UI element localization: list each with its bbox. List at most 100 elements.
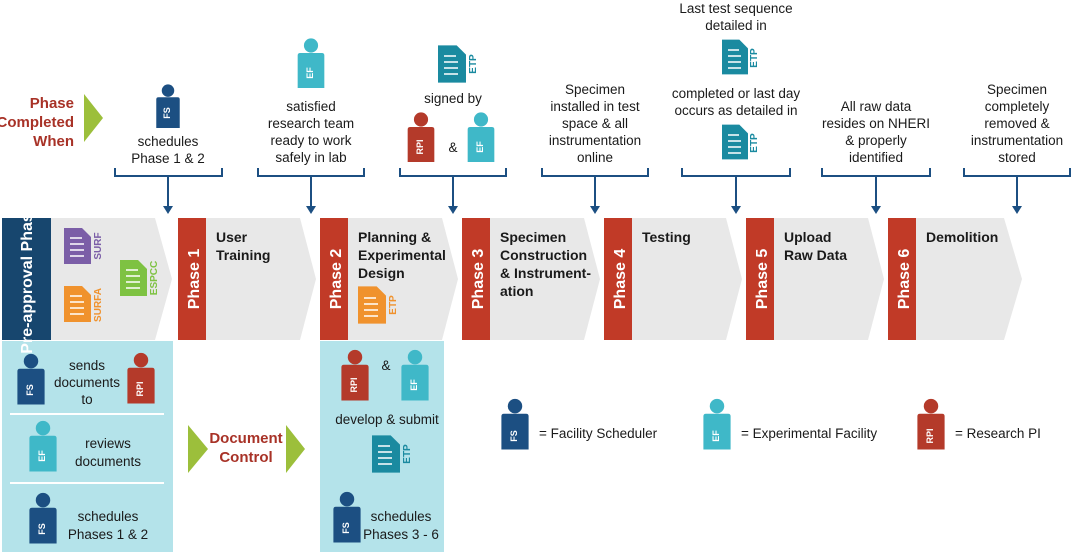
svg-text:FS: FS xyxy=(37,523,47,535)
phase5-tab xyxy=(746,218,774,340)
phase2-panel-content: RPI & EF develop & submit ETP FS schedul… xyxy=(333,349,439,543)
pre-approval-row-schedule: FS schedules Phases 1 & 2 xyxy=(29,492,148,544)
phase1-title: Training xyxy=(216,247,270,263)
phase3-title: ation xyxy=(500,283,533,299)
svg-text:EF: EF xyxy=(711,430,721,442)
criteria-p4-text: instrumentation xyxy=(549,133,641,148)
svg-text:EF: EF xyxy=(305,67,315,79)
svg-text:ETP: ETP xyxy=(468,54,479,74)
phase1-title: User xyxy=(216,229,248,245)
rpi-person-icon: RPI xyxy=(407,112,435,162)
phase2-tab xyxy=(320,218,348,340)
svg-text:SURF: SURF xyxy=(93,232,104,259)
criteria-p7-text: Specimen xyxy=(987,82,1047,97)
phase4-title: Testing xyxy=(642,229,691,245)
chevron-right-icon xyxy=(286,425,305,473)
criteria-p1-text: Phase 1 & 2 xyxy=(131,151,205,166)
phase6-title: Demolition xyxy=(926,229,998,245)
svg-text:FS: FS xyxy=(341,522,351,534)
svg-text:= Research PI: = Research PI xyxy=(955,426,1041,441)
phase6-tab-label: Phase 6 xyxy=(896,249,913,310)
phase2-arrow xyxy=(320,218,458,340)
criteria-p6-text: identified xyxy=(849,150,903,165)
phase-completed-label: Phase xyxy=(30,95,74,112)
legend-item-fs: FS = Facility Scheduler xyxy=(501,398,658,450)
phase6-arrow xyxy=(888,218,1022,340)
svg-text:FS: FS xyxy=(162,107,172,119)
chevron-right-icon xyxy=(84,94,103,142)
criteria-p7-text: removed & xyxy=(984,116,1049,131)
pre-approval-row-review: EF reviews documents xyxy=(29,420,141,472)
chevron-left-icon xyxy=(188,425,208,473)
criteria-p2-text: research team xyxy=(268,116,354,131)
phase4-arrow xyxy=(604,218,742,340)
espcc-document-icon: ESPCC xyxy=(120,260,160,296)
legend-item-ef: EF = Experimental Facility xyxy=(703,398,877,450)
criteria-p2-text: safely in lab xyxy=(275,150,346,165)
ef-person-icon: EF xyxy=(467,112,495,162)
criteria-p1-text: schedules xyxy=(138,134,199,149)
svg-text:to: to xyxy=(81,392,92,407)
etp-document-icon: ETP xyxy=(722,39,760,75)
criteria-p7-text: completely xyxy=(985,99,1050,114)
criteria-p3-text: signed by xyxy=(424,91,482,106)
svg-text:SURFA: SURFA xyxy=(93,288,104,322)
etp-document-icon: ETP xyxy=(358,286,399,324)
svg-text:RPI: RPI xyxy=(349,377,359,392)
phase3-title: Specimen xyxy=(500,229,566,245)
phase6-tab xyxy=(888,218,916,340)
etp-document-icon: ETP xyxy=(438,45,479,83)
ef-person-icon: EF xyxy=(297,38,325,88)
phase-arrows xyxy=(2,218,1022,340)
criteria-p2-text: satisfied xyxy=(286,99,336,114)
criteria-p4-text: space & all xyxy=(562,116,628,131)
phase3-title: Construction xyxy=(500,247,587,263)
phase5-title: Upload xyxy=(784,229,831,245)
criteria-p5-text: occurs as detailed in xyxy=(674,103,797,118)
document-control-label: Control xyxy=(219,449,272,466)
svg-text:RPI: RPI xyxy=(925,428,935,443)
divider xyxy=(10,413,164,415)
divider xyxy=(10,482,164,484)
svg-text:FS: FS xyxy=(25,384,35,396)
criteria-p5-text: detailed in xyxy=(705,18,767,33)
svg-text:Phases 1 & 2: Phases 1 & 2 xyxy=(68,527,148,542)
ampersand-text: & xyxy=(448,140,457,155)
svg-text:EF: EF xyxy=(37,450,47,462)
svg-text:ETP: ETP xyxy=(402,444,413,464)
phase2-title: Experimental xyxy=(358,247,446,263)
phase2-title: Design xyxy=(358,265,405,281)
svg-text:RPI: RPI xyxy=(415,139,425,154)
svg-text:documents: documents xyxy=(75,454,141,469)
svg-text:sends: sends xyxy=(69,358,105,373)
criteria-p2-text: ready to work xyxy=(270,133,351,148)
criteria-p4-text: Specimen xyxy=(565,82,625,97)
phase5-title: Raw Data xyxy=(784,247,847,263)
phase3-title: & Instrument- xyxy=(500,265,591,281)
svg-text:ETP: ETP xyxy=(749,133,760,153)
phase5-tab-label: Phase 5 xyxy=(754,249,771,310)
svg-text:schedules: schedules xyxy=(371,509,432,524)
svg-text:&: & xyxy=(381,358,390,373)
legend: FS = Facility Scheduler EF = Experimenta… xyxy=(501,398,1041,450)
phase2-title: Planning & xyxy=(358,229,431,245)
document-control-label: Document xyxy=(209,430,282,447)
phase1-tab-label: Phase 1 xyxy=(186,249,203,310)
criteria-brackets xyxy=(114,168,1071,208)
phase-completed-label: When xyxy=(33,133,74,150)
phase-completed-label: Completed xyxy=(0,114,74,131)
svg-text:ETP: ETP xyxy=(388,295,399,315)
criteria-p4-text: installed in test xyxy=(550,99,640,114)
criteria-p4-text: online xyxy=(577,150,613,165)
phase1-tab xyxy=(178,218,206,340)
phase1-arrow xyxy=(178,218,316,340)
criteria-p7-text: stored xyxy=(998,150,1036,165)
svg-text:RPI: RPI xyxy=(135,381,145,396)
phase4-tab xyxy=(604,218,632,340)
etp-document-icon: ETP xyxy=(722,124,760,160)
svg-text:schedules: schedules xyxy=(78,509,139,524)
svg-text:= Experimental Facility: = Experimental Facility xyxy=(741,426,877,441)
surf-document-icon: SURF xyxy=(64,228,104,264)
fs-person-icon: FS xyxy=(156,84,180,128)
